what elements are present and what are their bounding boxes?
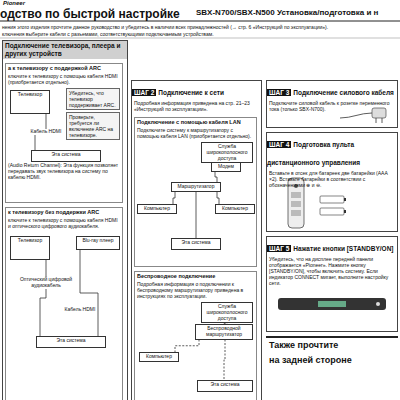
node-text: Подключение к сети (158, 89, 224, 96)
battery (320, 196, 346, 215)
cable-line (80, 250, 98, 336)
node-heading: ШАГ 2 (132, 89, 156, 96)
node-heading: Подключение с помощью кабеля LAN (135, 118, 256, 126)
system-box: Эта система (36, 336, 106, 348)
node-heading: Эта система (37, 337, 105, 345)
node-text: ключите к телевизору с помощью кабеля HD… (6, 216, 122, 230)
node-text: Подробная информация приведена на стр. 2… (132, 99, 261, 113)
node-heading: Служба широкополосного доступа (202, 303, 252, 322)
node-text: Подключите силовой кабель к розетке пере… (267, 99, 397, 113)
player-box: Blu-ray плеер (76, 236, 120, 250)
node-heading: Проверьте, требуется ли включение ARC на… (67, 113, 119, 139)
cable-line (196, 192, 197, 238)
cable-line (40, 260, 46, 336)
cable-line (173, 192, 175, 204)
intro-note: нения этого изделия прочтите данное руко… (2, 24, 328, 30)
tv-box: Телевизор (10, 90, 50, 114)
brand-logo: Pioneer (3, 0, 25, 6)
node-heading: Телевизор (11, 237, 49, 245)
node-heading: Убедитесь, что телевизор поддерживает AR… (67, 89, 119, 109)
node-heading: а к телевизору с поддержкой ARC (6, 64, 122, 72)
node-text: Подключите систему к маршрутизатору с по… (135, 126, 256, 140)
sub-panel: к телевизору без поддержки ARCключите к … (5, 207, 123, 400)
cable-label: Кабель HDMI (64, 307, 97, 313)
sub-panel: Подключение с помощью кабеля LANПодключи… (134, 117, 257, 267)
service-box: Служба широкополосного доступа (201, 302, 253, 323)
note-box: Проверьте, требуется ли включение ARC на… (66, 112, 120, 140)
node-heading: ШАГ 5 (267, 245, 291, 252)
notice-box: Также прочтитена задней стороне (266, 336, 398, 394)
node-heading: Модем (212, 163, 240, 171)
node-heading: Эта система (32, 151, 100, 159)
node-heading: Беспроводной маршрутизатор (196, 325, 252, 339)
arc-note: (Audio Return Channel): Эта функция позв… (8, 162, 120, 180)
step-panel: Подключение телевизора, плеера и других … (2, 40, 128, 400)
node-heading: Телевизор (11, 91, 49, 99)
modem-box: Модем (211, 162, 241, 172)
node-text: ключите к телевизору с помощью кабеля HD… (6, 72, 122, 86)
header-rule (0, 38, 400, 39)
sub-panel: а к телевизору с поддержкой ARCключите к… (5, 63, 123, 203)
soundbar (278, 298, 386, 310)
sub-panel: Беспроводное подключениеПодробная информ… (134, 271, 257, 400)
page-title: одство по быстрой настройке (0, 7, 180, 21)
node-heading: Эта система (172, 239, 220, 247)
node-heading: Беспроводное подключение (135, 272, 256, 280)
wireless-link (175, 340, 199, 353)
cable-line (217, 192, 219, 204)
intro-note: ключения выберите кабели с разъемами, со… (2, 31, 214, 37)
router-box: Маршрутизатор (171, 182, 221, 192)
node-heading: к телевизору без поддержки ARC (6, 208, 122, 216)
node-text: Подключение силового кабеля (293, 89, 394, 96)
node-heading: Эта система (198, 381, 252, 389)
step-panel: ШАГ 5Нажатие кнопки [STANDBY/ON] Убедитес… (266, 236, 398, 332)
node-heading: ШАГ 3 (267, 89, 291, 96)
node-text: Убедитесь, что на дисплее передней панел… (267, 255, 397, 287)
tv-box: Телевизор (10, 236, 50, 260)
step-panel: ШАГ 2Подключение к сетиПодробная информа… (131, 80, 262, 400)
node-text: Вставьте в отсек для батареек две батаре… (267, 169, 397, 189)
computer-box: Компьютер (139, 352, 179, 362)
node-heading: Подключение телевизора, плеера и других … (3, 41, 127, 59)
step-panel: ШАГ 4Подготовка пульта дистанционного уп… (266, 132, 398, 232)
node-heading: ШАГ 4 (267, 141, 291, 148)
service-box: Служба широкополосного доступа (201, 142, 253, 163)
note-box: Убедитесь, что телевизор поддерживает AR… (66, 88, 120, 110)
router-box: Беспроводной маршрутизатор (195, 324, 253, 340)
node-heading: Также прочтите (266, 338, 398, 353)
system-box: Эта система (197, 380, 253, 392)
computer-box: Компьютер (137, 204, 177, 214)
node-text: Подробная информация о подключении к бес… (135, 280, 256, 300)
node-text: Нажатие кнопки [STANDBY/ON] (293, 245, 393, 252)
power-plug (340, 108, 386, 123)
cable-label: Кабель HDMI (30, 129, 63, 135)
computer-box: Компьютер (215, 204, 255, 214)
node-heading: Компьютер (216, 205, 254, 213)
system-box: Эта система (31, 150, 101, 162)
cable-line (215, 172, 217, 182)
node-text: на задней стороне (266, 353, 398, 368)
step-panel: ШАГ 3Подключение силового кабеляПодключи… (266, 80, 398, 128)
system-box: Эта система (171, 238, 221, 250)
node-heading: Blu-ray плеер (77, 237, 119, 245)
wireless-link (224, 340, 225, 381)
node-heading: Компьютер (138, 205, 176, 213)
cable-label: Оптический цифровой аудиокабель (17, 277, 75, 289)
node-heading: Служба широкополосного доступа (202, 143, 252, 162)
node-heading: Компьютер (140, 353, 178, 361)
model-heading: SBX-N700/SBX-N500 Установка/подготовка и… (196, 8, 378, 17)
node-heading: Маршрутизатор (172, 183, 220, 191)
